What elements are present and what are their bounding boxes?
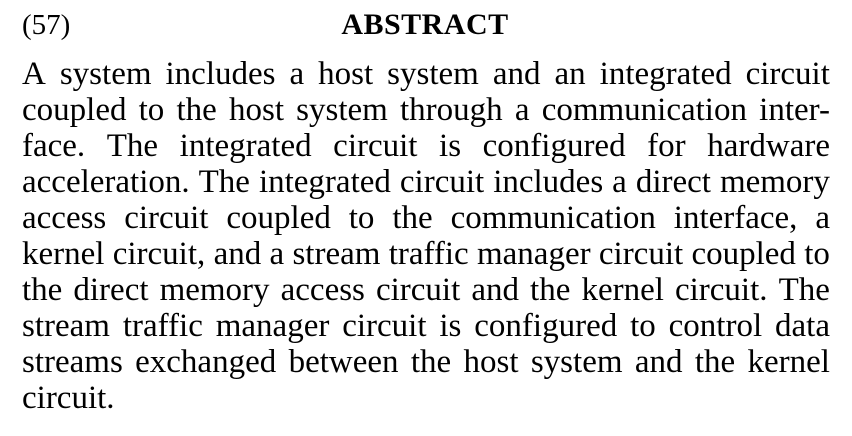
abstract-word: kernel xyxy=(747,344,830,380)
abstract-line: stream traffic manager circuit is configured t… xyxy=(22,308,830,344)
abstract-word: is xyxy=(439,128,462,164)
abstract-word: an xyxy=(554,56,586,92)
abstract-word: and xyxy=(471,272,519,308)
abstract-word: interface, xyxy=(673,200,798,236)
abstract-word: The xyxy=(778,272,830,308)
abstract-word: exchanged xyxy=(135,344,277,380)
abstract-word: to xyxy=(348,200,375,236)
abstract-word: the xyxy=(694,344,736,380)
abstract-word: direct xyxy=(73,272,149,308)
abstract-word: traffic xyxy=(122,308,203,344)
abstract-word: system xyxy=(296,92,388,128)
abstract-word: coupled xyxy=(691,236,796,272)
abstract-word: data xyxy=(775,308,830,344)
abstract-word: the xyxy=(392,200,433,236)
abstract-word: host xyxy=(228,92,284,128)
abstract-word: a xyxy=(289,56,305,92)
abstract-word: hardware xyxy=(707,128,830,164)
abstract-word: circuit xyxy=(399,164,485,200)
abstract-word: control xyxy=(668,308,763,344)
abstract-word: access xyxy=(280,272,365,308)
abstract-word: traffic xyxy=(388,236,469,272)
abstract-word: the xyxy=(410,344,452,380)
abstract-word: the xyxy=(176,92,217,128)
abstract-word: between xyxy=(288,344,399,380)
abstract-word: communication xyxy=(450,200,656,236)
abstract-word: stream xyxy=(292,236,381,272)
abstract-word: manager xyxy=(215,308,330,344)
abstract-word: includes xyxy=(493,164,604,200)
abstract-word: The xyxy=(106,128,159,164)
abstract-word: kernel xyxy=(22,236,105,272)
abstract-word: configured xyxy=(474,308,618,344)
abstract-word: The xyxy=(198,164,250,200)
abstract-word: communication xyxy=(541,92,747,128)
abstract-word: is xyxy=(439,308,462,344)
abstract-word: a xyxy=(269,236,285,272)
abstract-word: system xyxy=(387,56,479,92)
abstract-word: the xyxy=(530,272,571,308)
abstract-word: circuit, xyxy=(112,236,206,272)
abstract-word: for xyxy=(647,128,686,164)
abstract-word: through xyxy=(400,92,503,128)
abstract-word: A xyxy=(22,56,46,92)
abstract-word: circuit xyxy=(745,56,830,92)
abstract-word: circuit. xyxy=(674,272,768,308)
abstract-word: to xyxy=(804,236,830,272)
abstract-word: integrated xyxy=(179,128,312,164)
abstract-line: circuit. xyxy=(22,380,115,416)
inid-code-57: (57) xyxy=(22,9,71,41)
abstract-word: system xyxy=(59,56,152,92)
abstract-word: direct xyxy=(635,164,711,200)
abstract-word: includes xyxy=(165,56,276,92)
abstract-word: access xyxy=(22,200,107,236)
abstract-word: circuit xyxy=(333,128,418,164)
abstract-word: streams xyxy=(22,344,123,380)
abstract-word: coupled xyxy=(22,92,127,128)
abstract-word: configured xyxy=(482,128,626,164)
abstract-word: a xyxy=(815,200,830,236)
abstract-word: memory xyxy=(159,272,270,308)
abstract-word: circuit xyxy=(598,236,684,272)
abstract-word: a xyxy=(612,164,627,200)
abstract-word: circuit xyxy=(375,272,461,308)
abstract-word: stream xyxy=(22,308,110,344)
abstract-word: inter- xyxy=(759,92,830,128)
abstract-word: system xyxy=(530,344,623,380)
abstract-word: face. xyxy=(22,128,86,164)
abstract-word: and xyxy=(634,344,683,380)
abstract-word: acceleration. xyxy=(22,164,190,200)
abstract-word: to xyxy=(138,92,165,128)
page-title: ABSTRACT xyxy=(341,8,509,41)
abstract-word: to xyxy=(630,308,656,344)
abstract-word: and xyxy=(213,236,262,272)
abstract-word: host xyxy=(463,344,519,380)
abstract-word: circuit xyxy=(342,308,427,344)
abstract-word: memory xyxy=(719,164,830,200)
abstract-word: the xyxy=(22,272,63,308)
abstract-word: host xyxy=(318,56,374,92)
abstract-word: integrated xyxy=(599,56,732,92)
abstract-word: and xyxy=(492,56,541,92)
abstract-word: coupled xyxy=(226,200,331,236)
abstract-word: kernel xyxy=(581,272,664,308)
abstract-word: manager xyxy=(476,236,591,272)
abstract-word: circuit xyxy=(124,200,209,236)
abstract-word: integrated xyxy=(258,164,391,200)
abstract-header: (57) ABSTRACT xyxy=(0,8,852,44)
abstract-line: face. The integrated circuit is configured for… xyxy=(22,128,830,164)
abstract-word: a xyxy=(514,92,530,128)
